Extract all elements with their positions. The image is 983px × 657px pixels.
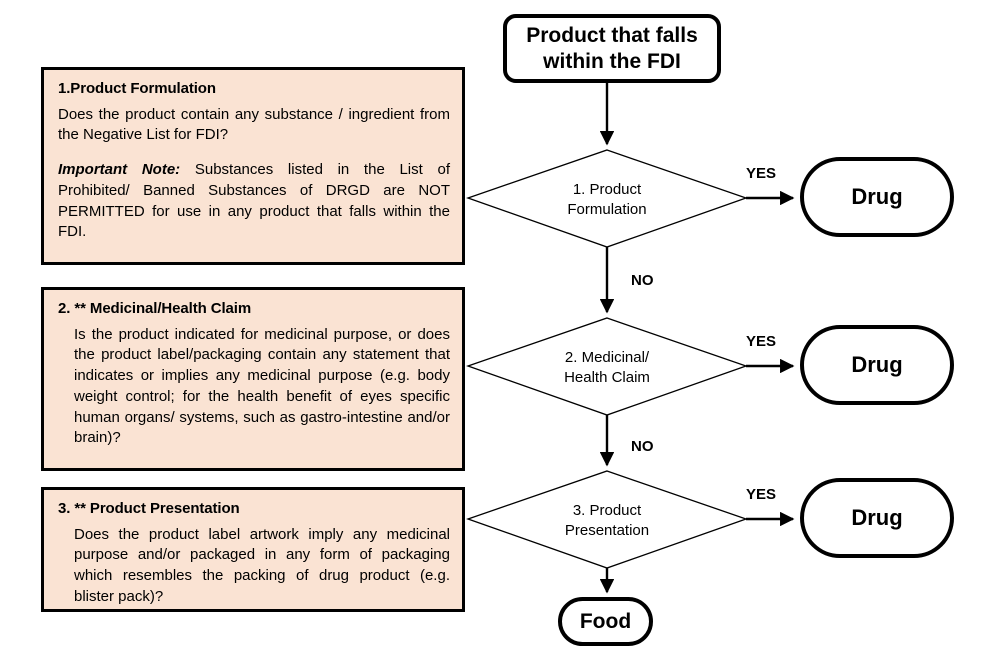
edge-label-no-2: NO xyxy=(631,438,654,455)
decision-diamond-2 xyxy=(466,317,748,416)
info-panel-title: 3. ** Product Presentation xyxy=(58,500,240,517)
info-panel-medicinal-health-claim: 2. ** Medicinal/Health Claim Is the prod… xyxy=(41,287,465,471)
flow-node-drug-2: Drug xyxy=(800,325,954,405)
flow-node-start: Product that falls within the FDI xyxy=(503,14,721,83)
flow-node-drug-3: Drug xyxy=(800,478,954,558)
decision-diamond-1 xyxy=(466,149,748,248)
info-panel-product-presentation: 3. ** Product Presentation Does the prod… xyxy=(41,487,465,612)
flow-node-food: Food xyxy=(558,597,653,646)
info-panel-title: 1.Product Formulation xyxy=(58,80,216,97)
info-panel-note-body: Substances listed in the List of Prohibi… xyxy=(58,161,450,241)
info-panel-question: Does the product label artwork imply any… xyxy=(74,525,450,605)
info-panel-title: 2. ** Medicinal/Health Claim xyxy=(58,300,252,317)
flow-node-drug-1: Drug xyxy=(800,157,954,237)
edge-label-yes-1: YES xyxy=(746,165,777,182)
decision-diamond-3 xyxy=(466,470,748,569)
info-panel-note-lead: Important Note: xyxy=(58,161,181,179)
edge-label-yes-3: YES xyxy=(746,486,777,503)
info-panel-question: Is the product indicated for medicinal p… xyxy=(74,325,450,447)
info-panel-question: Does the product contain any substance /… xyxy=(58,105,450,144)
info-panel-note: Important Note: Substances listed in the… xyxy=(58,160,450,243)
edge-label-yes-2: YES xyxy=(746,333,777,350)
info-panel-product-formulation: 1.Product Formulation Does the product c… xyxy=(41,67,465,265)
edge-label-no-1: NO xyxy=(631,272,654,289)
flow-node-start-line1: Product that falls xyxy=(526,24,698,48)
flow-node-start-line2: within the FDI xyxy=(543,49,681,73)
